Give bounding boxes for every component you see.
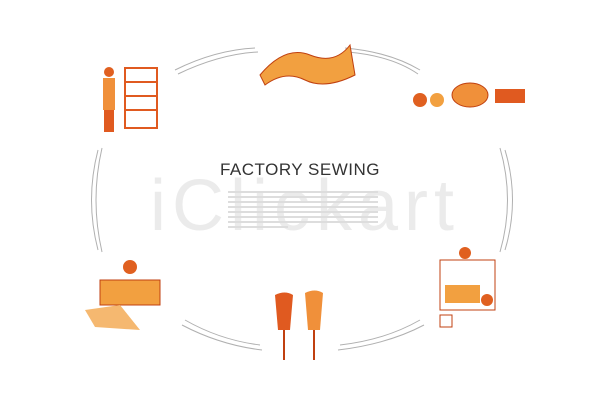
measuring-tape-icon	[259, 43, 356, 86]
dress-mannequins-icon	[275, 290, 323, 360]
placeholder-text-block	[228, 188, 378, 231]
tailor-at-workbench-icon	[439, 247, 496, 328]
seamstress-at-sewing-machine-icon	[85, 260, 161, 330]
diagram-title: FACTORY SEWING	[219, 160, 381, 179]
tailor-with-fabric-rack-icon	[103, 67, 158, 132]
pincushion-buttons-thread-icon	[413, 82, 525, 108]
